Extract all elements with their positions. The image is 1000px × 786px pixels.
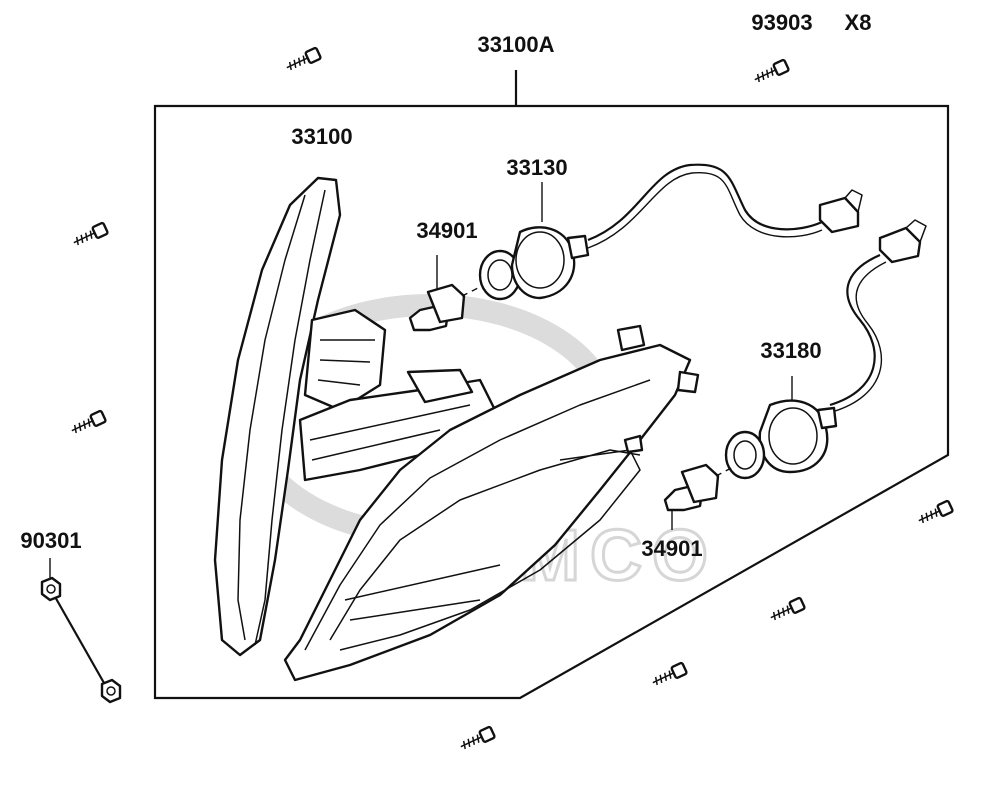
screw-icon [73, 221, 109, 246]
label-lens-housing: 33100 [291, 124, 352, 149]
screw-icon [652, 661, 688, 686]
label-screw-part: 93903 [751, 10, 812, 35]
screw-icon [754, 58, 790, 83]
headlight-housing [213, 176, 502, 657]
label-bulb-upper: 34901 [416, 218, 477, 243]
nut-icon [40, 576, 62, 602]
screw-icon [286, 46, 322, 71]
screw-icon [918, 499, 954, 524]
nut-icon [100, 678, 122, 704]
screw-icon [770, 596, 806, 621]
label-screw-qty: X8 [845, 10, 872, 35]
label-assembly: 33100A [477, 32, 554, 57]
socket-lower [724, 376, 838, 480]
label-socket-lower: 33180 [760, 338, 821, 363]
socket-upper [478, 182, 590, 301]
nuts-90301 [40, 558, 122, 704]
label-socket-upper: 33130 [506, 155, 567, 180]
bulb-lower [663, 463, 736, 530]
label-bulb-lower: 34901 [641, 536, 702, 561]
label-nut: 90301 [20, 528, 81, 553]
screw-icon [460, 725, 496, 750]
headlight-lens [283, 324, 700, 682]
screw-icon [71, 409, 107, 434]
assembly-bracket [153, 70, 950, 700]
harness-upper [587, 163, 863, 249]
screws-93903 [71, 46, 954, 750]
part-labels: 33100A 93903 X8 33100 33130 34901 33180 … [20, 10, 871, 561]
bulb-upper [408, 255, 491, 332]
harness-lower [829, 219, 927, 413]
